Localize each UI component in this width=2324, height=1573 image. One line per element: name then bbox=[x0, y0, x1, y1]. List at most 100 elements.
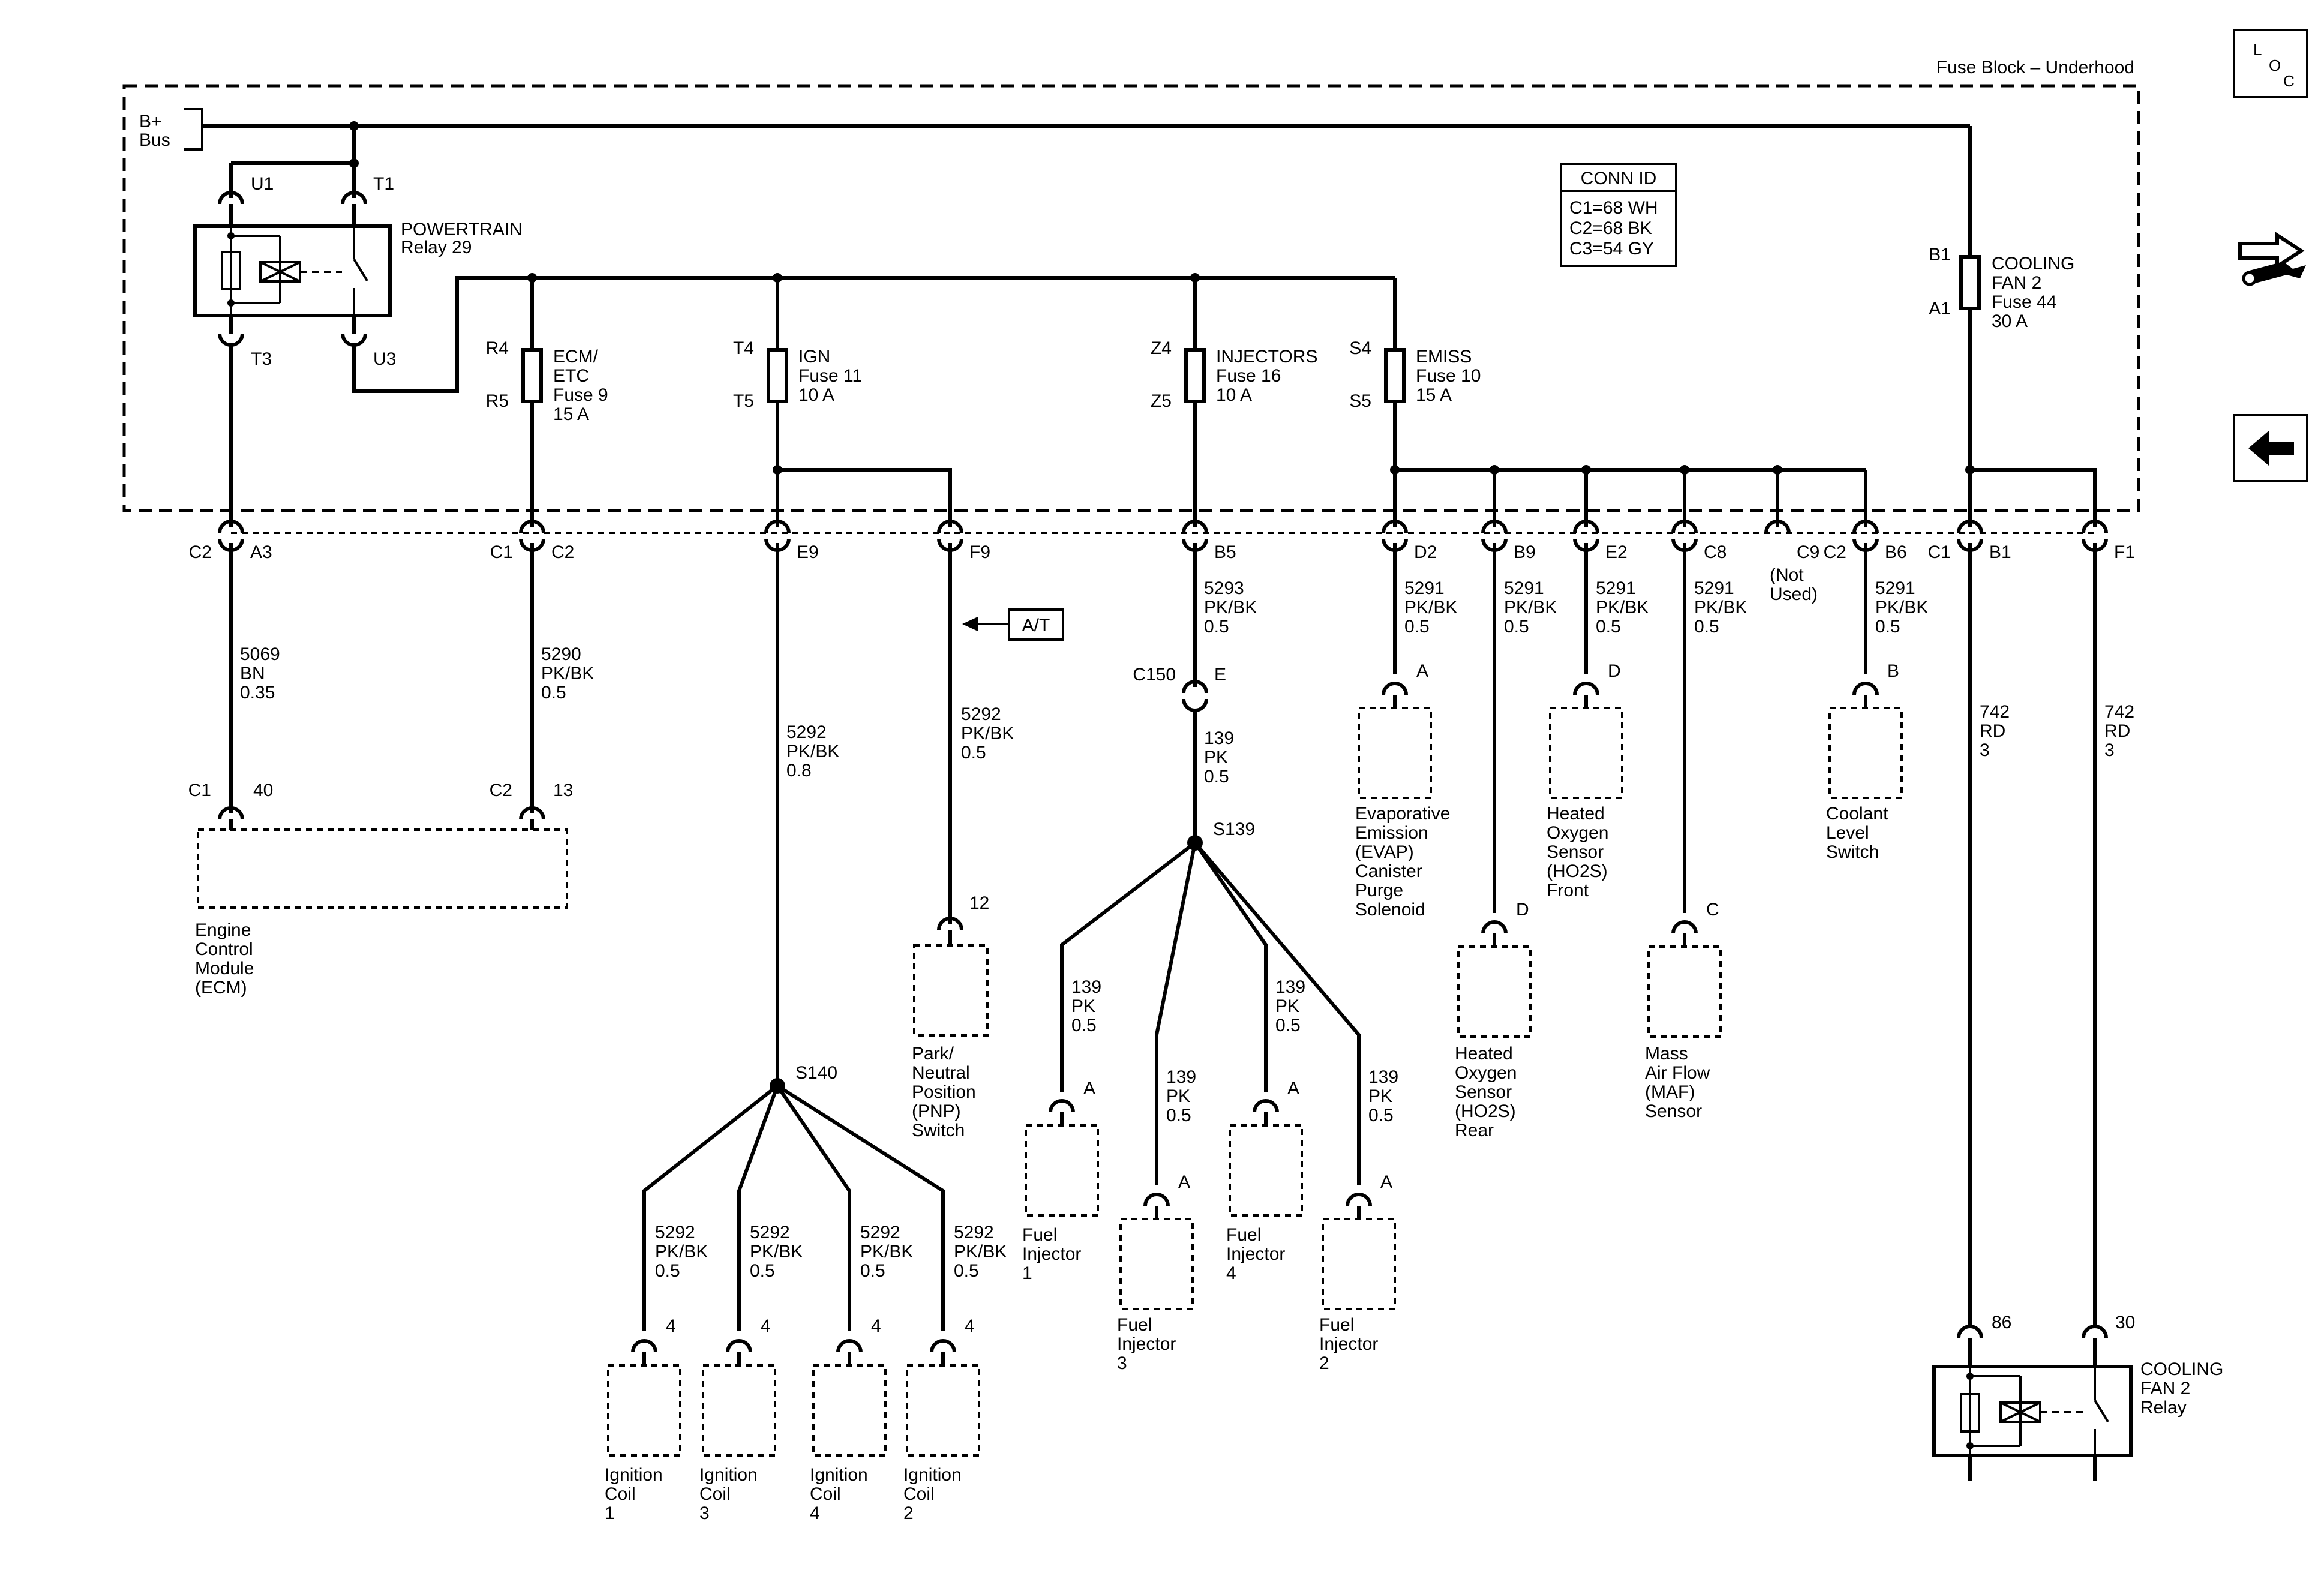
svg-text:5291: 5291 bbox=[1504, 578, 1544, 598]
loc-letter-o: O bbox=[2269, 56, 2281, 74]
svg-text:PK: PK bbox=[1166, 1086, 1190, 1106]
svg-text:(MAF): (MAF) bbox=[1645, 1082, 1695, 1102]
svg-text:10 A: 10 A bbox=[798, 385, 834, 405]
svg-text:0.5: 0.5 bbox=[1368, 1106, 1394, 1125]
svg-text:PK/BK: PK/BK bbox=[1504, 598, 1557, 617]
bplus-label: B+ bbox=[139, 112, 162, 131]
svg-text:Sensor: Sensor bbox=[1455, 1082, 1512, 1102]
svg-text:Coil: Coil bbox=[605, 1484, 636, 1504]
svg-text:E2: E2 bbox=[1605, 542, 1628, 562]
svg-text:ETC: ETC bbox=[553, 366, 589, 386]
svg-text:ECM/: ECM/ bbox=[553, 347, 599, 367]
svg-text:86: 86 bbox=[1992, 1313, 2011, 1332]
svg-text:5291: 5291 bbox=[1404, 578, 1445, 598]
svg-text:Ignition: Ignition bbox=[699, 1465, 758, 1485]
svg-text:Z5: Z5 bbox=[1151, 391, 1172, 411]
svg-text:B6: B6 bbox=[1885, 542, 1907, 562]
svg-text:PK/BK: PK/BK bbox=[541, 664, 594, 683]
svg-text:0.5: 0.5 bbox=[541, 683, 566, 703]
connector-pin-12: F1 bbox=[2082, 520, 2135, 562]
svg-text:A: A bbox=[1083, 1079, 1095, 1098]
svg-text:Injector: Injector bbox=[1022, 1244, 1081, 1264]
svg-text:PK/BK: PK/BK bbox=[954, 1242, 1007, 1262]
svg-text:Fuse 16: Fuse 16 bbox=[1216, 366, 1281, 386]
powertrain-relay-sub: Relay 29 bbox=[401, 238, 472, 257]
loc-icon[interactable]: L O C bbox=[2233, 29, 2308, 98]
svg-text:Ignition: Ignition bbox=[810, 1465, 868, 1485]
svg-text:5292: 5292 bbox=[860, 1223, 900, 1242]
svg-text:PK/BK: PK/BK bbox=[1404, 598, 1457, 617]
wire-label-5292-pnp: 5292 PK/BK 0.5 bbox=[961, 704, 1014, 763]
svg-text:PK/BK: PK/BK bbox=[750, 1242, 803, 1262]
svg-text:742: 742 bbox=[1980, 702, 2010, 722]
fuse-ecm-etc: R4 R5 ECM/ ETC Fuse 9 15 A bbox=[486, 278, 608, 525]
svg-text:(ECM): (ECM) bbox=[195, 978, 247, 998]
svg-text:PK/BK: PK/BK bbox=[786, 742, 839, 761]
svg-text:0.5: 0.5 bbox=[1404, 617, 1430, 637]
powertrain-relay-name: POWERTRAIN bbox=[401, 220, 523, 239]
wrench-tools-icon[interactable] bbox=[2235, 223, 2313, 301]
svg-text:S140: S140 bbox=[795, 1063, 837, 1083]
svg-text:Injector: Injector bbox=[1226, 1244, 1285, 1264]
svg-text:15 A: 15 A bbox=[553, 404, 589, 424]
svg-text:(EVAP): (EVAP) bbox=[1355, 842, 1414, 862]
connector-pin-7: E2 bbox=[1573, 520, 1628, 562]
svg-text:4: 4 bbox=[761, 1316, 771, 1336]
svg-text:742: 742 bbox=[2104, 702, 2134, 722]
svg-text:C1: C1 bbox=[1928, 542, 1951, 562]
svg-text:0.5: 0.5 bbox=[1166, 1106, 1191, 1125]
svg-text:Air Flow: Air Flow bbox=[1645, 1063, 1710, 1083]
connector-pin-9: C9 bbox=[1764, 520, 1819, 562]
svg-text:C2=68 BK: C2=68 BK bbox=[1569, 218, 1652, 238]
wire-label-5290: 5290 PK/BK 0.5 bbox=[541, 644, 594, 703]
svg-text:Emission: Emission bbox=[1355, 823, 1428, 843]
svg-text:2: 2 bbox=[903, 1503, 914, 1523]
svg-text:5292: 5292 bbox=[961, 704, 1001, 724]
fuse-block-boundary bbox=[122, 84, 2140, 512]
svg-text:EMISS: EMISS bbox=[1416, 347, 1472, 367]
svg-text:5292: 5292 bbox=[750, 1223, 790, 1242]
ignition-coils: 5292PK/BK0.54IgnitionCoil15292PK/BK0.54I… bbox=[605, 1084, 1007, 1523]
svg-text:12: 12 bbox=[969, 893, 989, 913]
svg-text:Injector: Injector bbox=[1117, 1334, 1176, 1354]
svg-text:Injector: Injector bbox=[1319, 1334, 1378, 1354]
svg-text:Coil: Coil bbox=[699, 1484, 731, 1504]
relay-terminal-u3 bbox=[341, 333, 367, 347]
fuse-ign: T4 T5 IGN Fuse 11 10 A bbox=[733, 278, 862, 525]
sensor-0: 5291PK/BK0.5AEvaporativeEmission(EVAP)Ca… bbox=[1355, 543, 1457, 920]
svg-text:0.5: 0.5 bbox=[860, 1261, 885, 1281]
svg-text:T3: T3 bbox=[251, 349, 272, 369]
svg-text:RD: RD bbox=[1980, 721, 2005, 741]
svg-text:3: 3 bbox=[2104, 740, 2115, 760]
sensor-1: 5291PK/BK0.5DHeatedOxygenSensor(HO2S)Rea… bbox=[1455, 543, 1557, 1140]
svg-text:Front: Front bbox=[1547, 881, 1589, 900]
svg-text:Solenoid: Solenoid bbox=[1355, 900, 1425, 920]
svg-text:5293: 5293 bbox=[1204, 578, 1244, 598]
svg-text:Purge: Purge bbox=[1355, 881, 1403, 900]
svg-text:Fuel: Fuel bbox=[1319, 1315, 1354, 1335]
svg-text:E9: E9 bbox=[797, 542, 819, 562]
fuse-injectors: Z4 Z5 INJECTORS Fuse 16 10 A bbox=[1151, 278, 1317, 525]
svg-text:COOLING: COOLING bbox=[1992, 254, 2074, 274]
bplus-label-2: Bus bbox=[139, 130, 170, 150]
svg-text:3: 3 bbox=[699, 1503, 710, 1523]
svg-text:1: 1 bbox=[605, 1503, 615, 1523]
svg-text:Oxygen: Oxygen bbox=[1455, 1063, 1517, 1083]
emission-sensors: 5291PK/BK0.5AEvaporativeEmission(EVAP)Ca… bbox=[1355, 543, 1928, 1140]
pnp-label: Park/ Neutral Position (PNP) Switch bbox=[912, 1044, 976, 1140]
svg-text:2: 2 bbox=[1319, 1353, 1329, 1373]
svg-text:139: 139 bbox=[1275, 977, 1305, 997]
svg-text:IGN: IGN bbox=[798, 347, 830, 367]
wire-label-5069: 5069 BN 0.35 bbox=[240, 644, 280, 703]
svg-text:15 A: 15 A bbox=[1416, 385, 1452, 405]
svg-text:0.5: 0.5 bbox=[1504, 617, 1529, 637]
svg-text:C: C bbox=[1706, 900, 1719, 920]
svg-text:F9: F9 bbox=[969, 542, 990, 562]
back-arrow-icon[interactable] bbox=[2233, 414, 2308, 482]
